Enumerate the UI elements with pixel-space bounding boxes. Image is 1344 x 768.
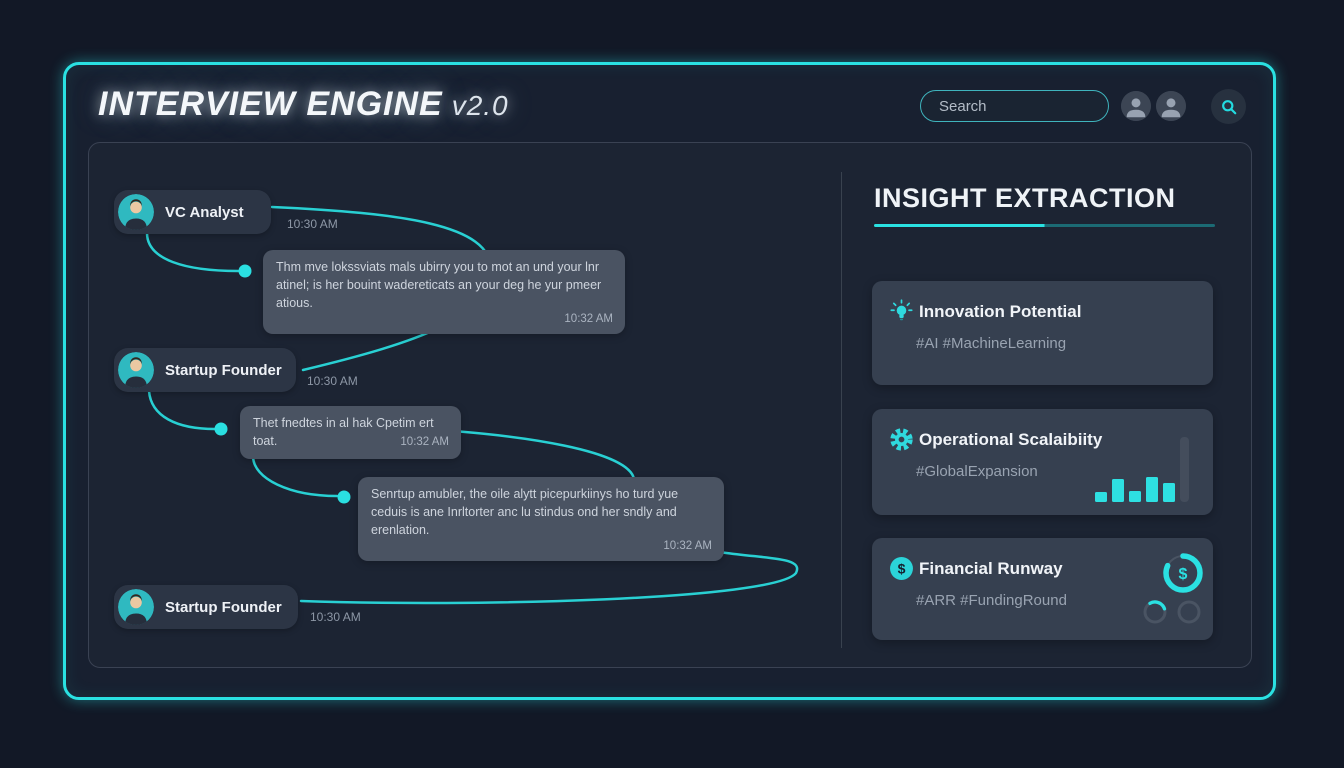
runway-donut-arc: [1163, 553, 1203, 593]
runway-donut-gauge: $: [1159, 549, 1207, 597]
user-avatar-icon[interactable]: [1121, 91, 1151, 121]
lightbulb-icon: [889, 299, 914, 324]
bar: [1095, 492, 1107, 502]
message-text: Thet fnedtes in al hak Cpetim ert toat.: [253, 416, 434, 448]
insight-card-title: Innovation Potential: [919, 302, 1082, 321]
person-icon: [1121, 91, 1151, 121]
message-time: 10:32 AM: [400, 436, 449, 449]
user-avatar-icon[interactable]: [1156, 91, 1186, 121]
insight-card-title: Financial Runway: [919, 559, 1063, 578]
bar-gray: [1180, 437, 1189, 502]
person-icon: [1156, 91, 1186, 121]
message-text: Senrtup amubler, the oile alytt picepurk…: [371, 487, 679, 537]
insight-title-underline: [874, 224, 1215, 227]
timestamp: 10:30 AM: [310, 610, 361, 624]
insight-card-operational-scalability[interactable]: Operational Scalaibiity #GlobalExpansion: [872, 409, 1213, 515]
search-icon: [1221, 99, 1236, 114]
speaker-pill-startup-founder-2: Startup Founder: [114, 585, 298, 629]
speaker-name: Startup Founder: [165, 598, 282, 616]
timestamp: 10:30 AM: [307, 374, 358, 388]
bar: [1163, 483, 1175, 502]
insight-card-hashtags: #ARR #FundingRound: [916, 592, 1067, 609]
app-title: INTERVIEW ENGINE v2.0: [98, 85, 509, 124]
progress-ring-small-1: [1142, 599, 1168, 625]
message-bubble-3: Senrtup amubler, the oile alytt picepurk…: [358, 477, 724, 562]
insight-card-innovation-potential[interactable]: Innovation Potential #AI #MachineLearnin…: [872, 281, 1213, 385]
insight-panel-title: INSIGHT EXTRACTION: [874, 183, 1176, 213]
search-input[interactable]: [921, 91, 1108, 121]
speaker-pill-startup-founder-1: Startup Founder: [114, 348, 296, 392]
message-bubble-1: Thm mve lokssviats mals ubirry you to mo…: [263, 250, 625, 335]
speaker-name: VC Analyst: [165, 203, 244, 221]
person-photo-icon: [118, 194, 154, 230]
search-bar[interactable]: [920, 90, 1109, 122]
message-bubble-2: Thet fnedtes in al hak Cpetim ert toat. …: [240, 406, 461, 459]
timestamp: 10:30 AM: [287, 217, 338, 231]
app-title-text: INTERVIEW ENGINE: [98, 85, 443, 123]
search-button[interactable]: [1211, 89, 1246, 124]
avatar: [118, 352, 154, 388]
ring1-arc: [1143, 600, 1167, 624]
speaker-name: Startup Founder: [165, 361, 282, 379]
speaker-pill-vc-analyst: VC Analyst: [114, 190, 271, 234]
progress-ring-small-2: [1176, 599, 1202, 625]
bar: [1112, 479, 1124, 502]
mini-bar-chart: [1095, 437, 1189, 502]
bar: [1146, 477, 1158, 502]
person-photo-icon: [118, 352, 154, 388]
avatar: [118, 589, 154, 625]
person-photo-icon: [118, 589, 154, 625]
gear-icon: [889, 427, 914, 452]
dollar-glyph: $: [898, 561, 906, 577]
dollar-icon: $: [889, 556, 914, 581]
app-version: v2.0: [451, 90, 509, 121]
message-time: 10:32 AM: [564, 312, 613, 325]
insight-card-title: Operational Scalaibiity: [919, 430, 1103, 449]
insight-card-hashtags: #GlobalExpansion: [916, 463, 1038, 480]
dollar-glyph: $: [1179, 566, 1188, 583]
avatar: [118, 194, 154, 230]
insight-card-financial-runway[interactable]: $ Financial Runway #ARR #FundingRound $: [872, 538, 1213, 640]
message-time: 10:32 AM: [663, 539, 712, 552]
bar: [1129, 491, 1141, 502]
panel-divider: [841, 172, 842, 648]
message-text: Thm mve lokssviats mals ubirry you to mo…: [276, 260, 602, 310]
insight-card-hashtags: #AI #MachineLearning: [916, 335, 1067, 352]
